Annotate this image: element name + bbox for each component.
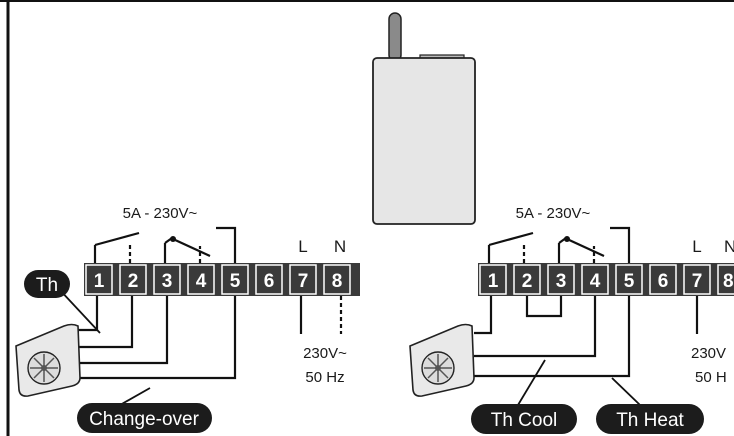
left-terminals: 1 2 3 4 5 6 7 8: [85, 264, 351, 295]
right-terminals: 1 2 3 4 5 6 7 8: [479, 264, 734, 295]
left-terminal-8-label: 8: [332, 271, 343, 292]
right-terminal-3: [547, 264, 575, 295]
left-terminal-5: [221, 264, 249, 295]
left-thermostat-badge-label: Th: [36, 275, 58, 296]
left-th-pointer: [57, 287, 101, 334]
left-relay-contact-1: [94, 231, 140, 247]
left-changeover-badge: [77, 403, 212, 433]
left-terminal-5-label: 5: [230, 271, 241, 292]
right-diagram: 5A - 230V~ 1 2 3 4 5 6 7 8: [409, 205, 734, 434]
left-terminal-3: [153, 264, 181, 295]
receiver-module: [372, 12, 476, 225]
right-terminal-7: [683, 264, 711, 295]
right-cool-pointer: [517, 359, 546, 406]
right-terminal-5: [615, 264, 643, 295]
left-supply-voltage: 230V~: [303, 345, 347, 362]
left-terminal-1-label: 1: [94, 271, 105, 292]
right-terminal-8-label: 8: [723, 271, 734, 292]
right-terminal-2-label: 2: [522, 271, 533, 292]
right-terminal-1: [479, 264, 507, 295]
right-cool-badge: [471, 404, 577, 434]
left-terminal-4-label: 4: [196, 271, 207, 292]
left-terminal-7-label: 7: [298, 271, 309, 292]
right-relay-contact-2: [566, 238, 605, 257]
right-heat-pointer: [611, 377, 641, 406]
right-neutral-label: N: [724, 237, 734, 256]
left-line-label: L: [298, 237, 307, 256]
left-changeover-badge-label: Change-over: [89, 409, 200, 430]
left-terminal-2-label: 2: [128, 271, 139, 292]
right-terminal-6-label: 6: [658, 271, 669, 292]
left-terminal-4: [187, 264, 215, 295]
right-terminal-4: [581, 264, 609, 295]
right-supply-frequency: 50 H: [695, 369, 727, 386]
left-thermostat-device: [15, 323, 81, 397]
right-cool-badge-label: Th Cool: [491, 410, 558, 431]
left-terminal-8: [323, 264, 351, 295]
right-terminal-8: [717, 264, 734, 295]
right-jumper-2-3: [525, 296, 563, 318]
right-terminal-3-label: 3: [556, 271, 567, 292]
right-heat-badge: [596, 404, 704, 434]
right-terminal-4-label: 4: [590, 271, 601, 292]
left-terminal-7: [289, 264, 317, 295]
right-terminal-1-label: 1: [488, 271, 499, 292]
right-heat-badge-label: Th Heat: [616, 410, 684, 431]
right-terminal-7-label: 7: [692, 271, 703, 292]
left-diagram: 5A - 230V~ 1 2 3 4 5 6 7 8: [15, 205, 360, 433]
left-terminal-6: [255, 264, 283, 295]
right-thermostat-device: [409, 323, 475, 397]
left-terminal-1: [85, 264, 113, 295]
left-supply-frequency: 50 Hz: [305, 369, 344, 386]
left-relay-contact-2: [172, 238, 211, 257]
left-neutral-label: N: [334, 237, 346, 256]
right-terminal-2: [513, 264, 541, 295]
left-terminal-2: [119, 264, 147, 295]
left-changeover-pointer: [119, 387, 151, 406]
left-relay-rating: 5A - 230V~: [123, 205, 198, 222]
right-line-label: L: [692, 237, 701, 256]
right-supply-voltage: 230V: [691, 345, 726, 362]
left-terminal-3-label: 3: [162, 271, 173, 292]
antenna-icon: [388, 12, 402, 62]
right-terminal-6: [649, 264, 677, 295]
right-terminal-5-label: 5: [624, 271, 635, 292]
left-terminal-6-label: 6: [264, 271, 275, 292]
left-thermostat-badge: [24, 270, 70, 298]
right-relay-contact-1: [488, 231, 534, 247]
receiver-housing: [372, 57, 476, 225]
right-relay-rating: 5A - 230V~: [516, 205, 591, 222]
